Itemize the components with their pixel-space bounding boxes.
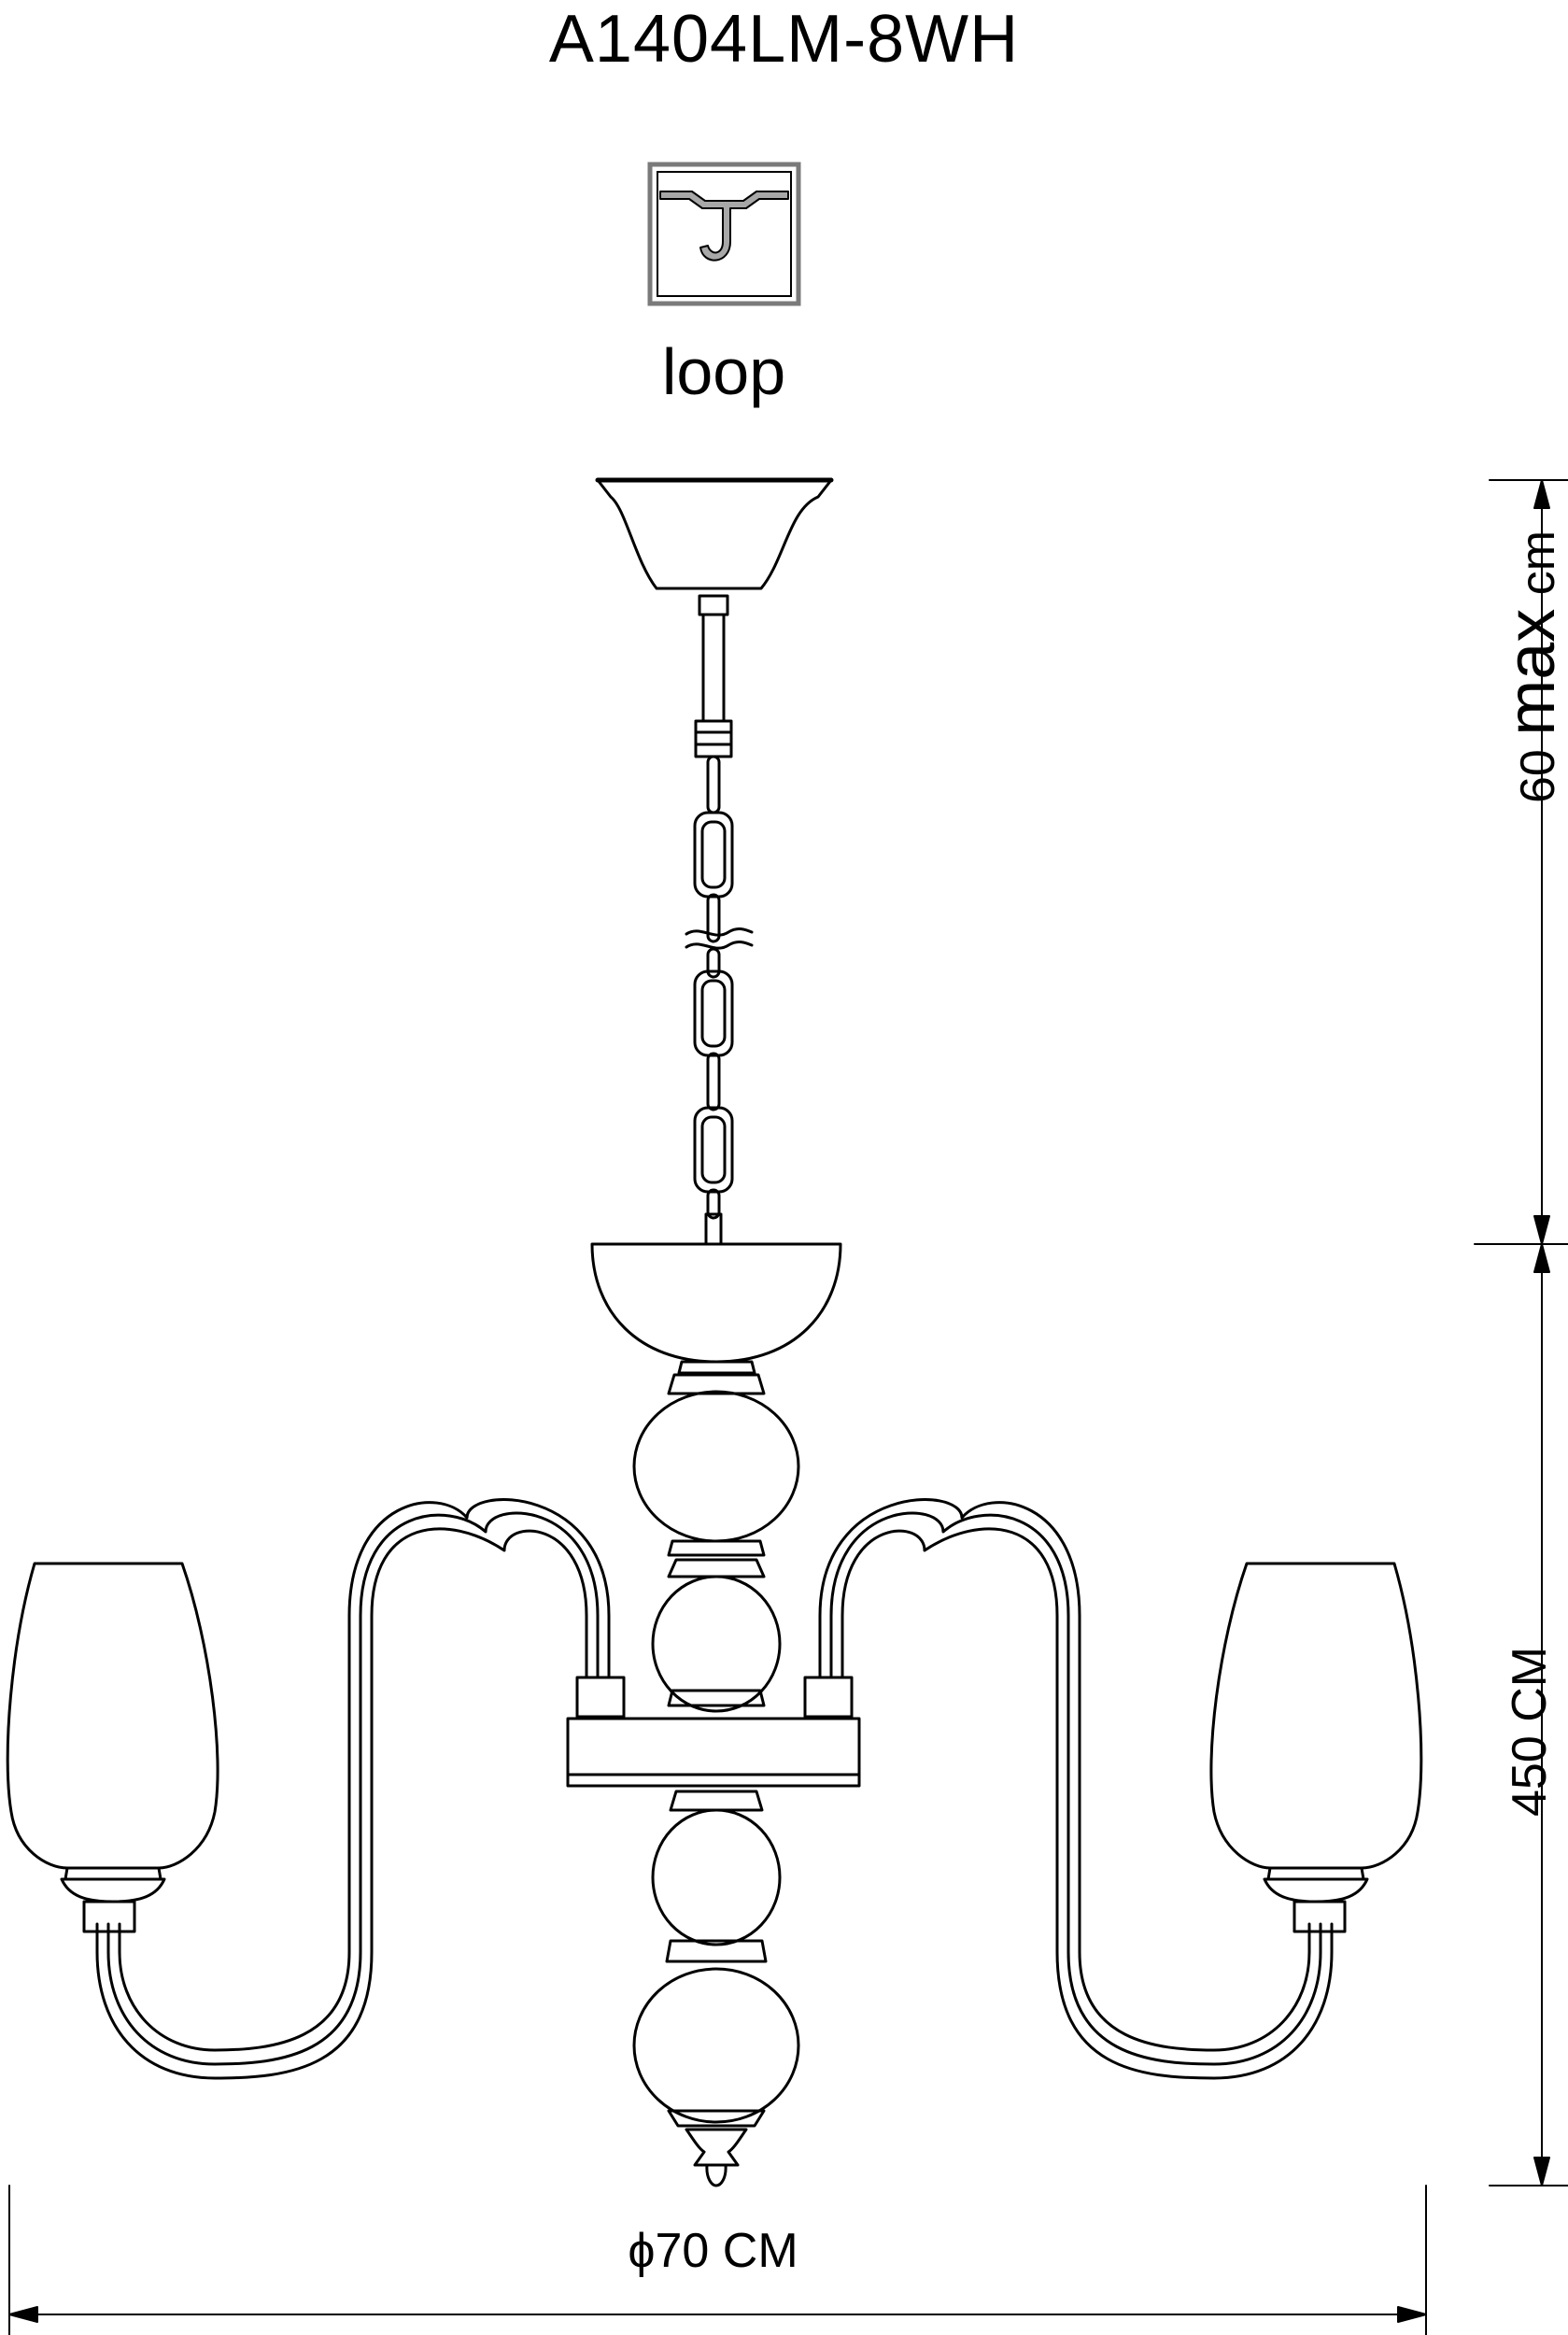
height-dimension-lines bbox=[1474, 479, 1568, 2186]
model-number: A1404LM-8WH bbox=[548, 2, 1020, 77]
suspension-chain bbox=[685, 594, 754, 1246]
upper-bowl bbox=[590, 1242, 842, 1364]
left-arm bbox=[95, 1498, 611, 2080]
left-shade bbox=[6, 1562, 219, 1933]
lower-balls bbox=[632, 1790, 800, 2187]
arm-hub bbox=[566, 1676, 861, 1788]
chain-length-value: 60 bbox=[1511, 749, 1565, 803]
chain-length-label: 60 max cm bbox=[1494, 530, 1568, 803]
diameter-label: ϕ70 CM bbox=[628, 2224, 798, 2278]
ceiling-hook-icon bbox=[647, 162, 801, 306]
finial bbox=[685, 2128, 748, 2167]
chain-length-word: max bbox=[1494, 608, 1568, 736]
chain-length-unit: cm bbox=[1511, 530, 1565, 596]
ceiling-canopy bbox=[595, 477, 834, 590]
width-dimension-line bbox=[8, 2185, 1427, 2335]
body-height-label: 450 CM bbox=[1503, 1646, 1557, 1817]
upper-balls bbox=[632, 1373, 800, 1713]
right-shade bbox=[1209, 1562, 1423, 1933]
right-arm bbox=[818, 1498, 1334, 2080]
mount-type-label: loop bbox=[661, 335, 786, 408]
